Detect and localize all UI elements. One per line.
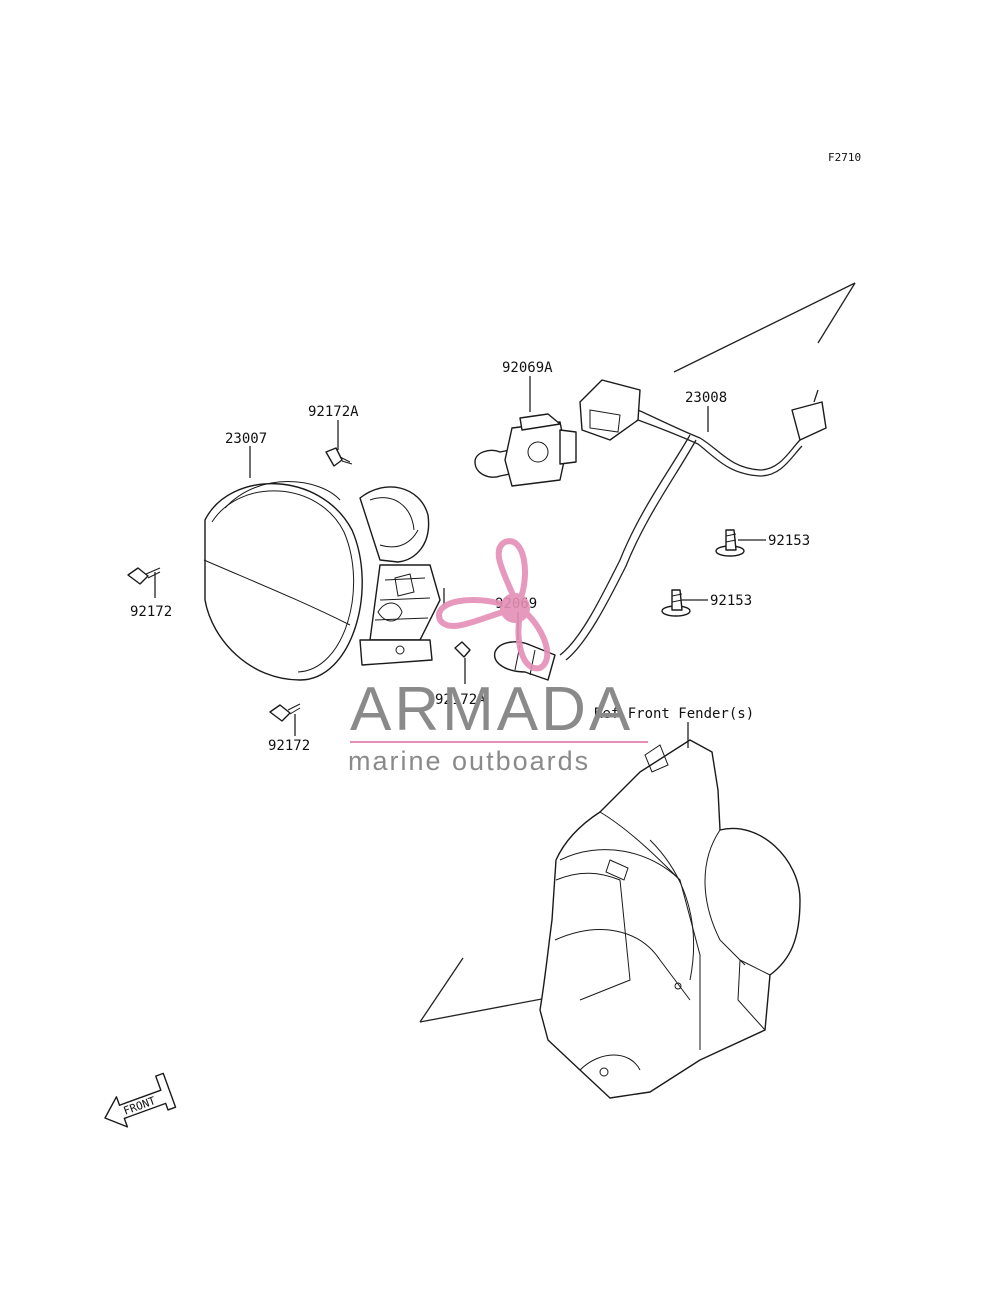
watermark-tagline: marine outboards xyxy=(348,746,590,776)
screw-92172-bottom xyxy=(269,703,301,722)
watermark-brand: ARMADA xyxy=(350,675,633,744)
bolt-92153-a xyxy=(715,529,745,557)
label-92153-b: 92153 xyxy=(710,593,752,609)
headlight-bulb xyxy=(474,413,577,487)
screw-92172A-bottom xyxy=(454,641,471,658)
label-23008: 23008 xyxy=(685,390,727,406)
label-92172-bottom: 92172 xyxy=(268,738,310,754)
label-92172A-top: 92172A xyxy=(308,404,359,420)
label-92172-left: 92172 xyxy=(130,604,172,620)
label-92069A: 92069A xyxy=(502,360,553,376)
front-fender-reference xyxy=(539,739,801,1099)
label-92153-a: 92153 xyxy=(768,533,810,549)
front-arrow: FRONT xyxy=(104,1072,177,1128)
watermark: ARMADA marine outboards xyxy=(348,538,648,776)
diagram-code: F2710 xyxy=(828,151,861,164)
label-23007: 23007 xyxy=(225,431,267,447)
propeller-logo xyxy=(436,538,551,672)
wiring-harness xyxy=(559,379,827,661)
label-92172A-bottom: 92172A xyxy=(435,692,486,708)
bolt-92153-b xyxy=(661,589,691,617)
screw-92172-left xyxy=(127,567,161,585)
headlight-assembly xyxy=(203,481,445,681)
label-ref-front-fender: Ref.Front Fender(s) xyxy=(594,706,754,722)
screw-92172A-top xyxy=(325,447,353,467)
